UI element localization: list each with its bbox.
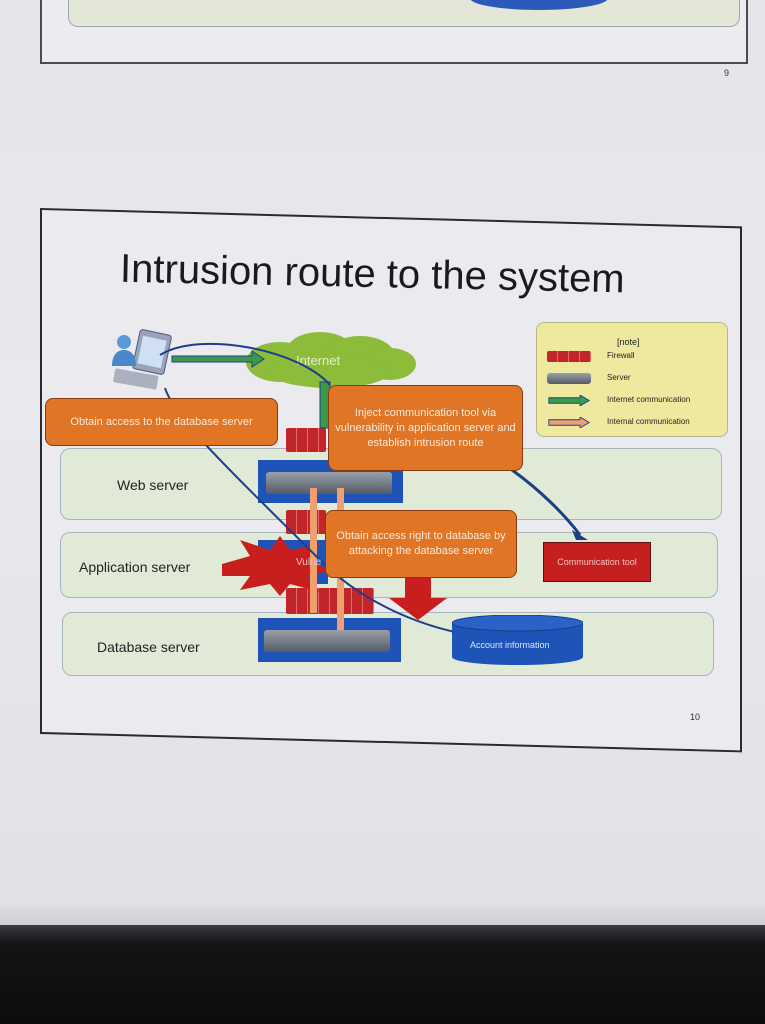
callout-obtain-access: Obtain access to the database server	[45, 398, 278, 446]
green-arrow-icon	[548, 395, 591, 406]
previous-slide-layer	[68, 0, 740, 27]
previous-slide-database-icon	[470, 0, 608, 10]
page-number: 10	[690, 712, 701, 722]
arrowhead-icon	[572, 530, 588, 540]
intrusion-route-line	[159, 342, 331, 386]
vulnerability-label: Vulne	[296, 557, 322, 568]
legend-item-server: Server	[547, 371, 722, 387]
internet-arrow	[171, 350, 265, 368]
communication-tool-box: Communication tool	[543, 542, 651, 582]
legend-item-internet: Internet communication	[547, 393, 722, 409]
orange-arrow-icon	[548, 417, 591, 428]
internet-label: Internet	[296, 353, 341, 368]
account-database-icon	[452, 615, 583, 665]
desk-background	[0, 925, 765, 1024]
internal-arrow-down	[310, 488, 317, 613]
comm-tool-line	[511, 468, 582, 536]
firewall-app-icon	[286, 510, 326, 534]
web-server-icon	[266, 472, 392, 494]
previous-page-number: 9	[724, 68, 730, 78]
db-server-icon	[264, 630, 390, 652]
callout-obtain-access-right: Obtain access right to database by attac…	[325, 510, 517, 578]
firewall-icon	[547, 351, 591, 362]
legend: [note] Firewall Server Internet communic…	[536, 322, 728, 437]
legend-item-internal: Internal communication	[547, 415, 722, 431]
legend-item-firewall: Firewall	[547, 349, 722, 365]
firewall-web-icon	[286, 428, 326, 452]
callout-inject-tool: Inject communication tool via vulnerabil…	[328, 385, 523, 471]
attacker-pc-icon	[112, 329, 172, 390]
account-information-label: Account information	[470, 640, 550, 650]
db-server-group	[258, 618, 401, 662]
vulnerability-burst-icon	[222, 536, 332, 596]
legend-title: [note]	[617, 337, 640, 347]
server-icon	[547, 373, 591, 384]
attack-arrow	[389, 578, 447, 620]
